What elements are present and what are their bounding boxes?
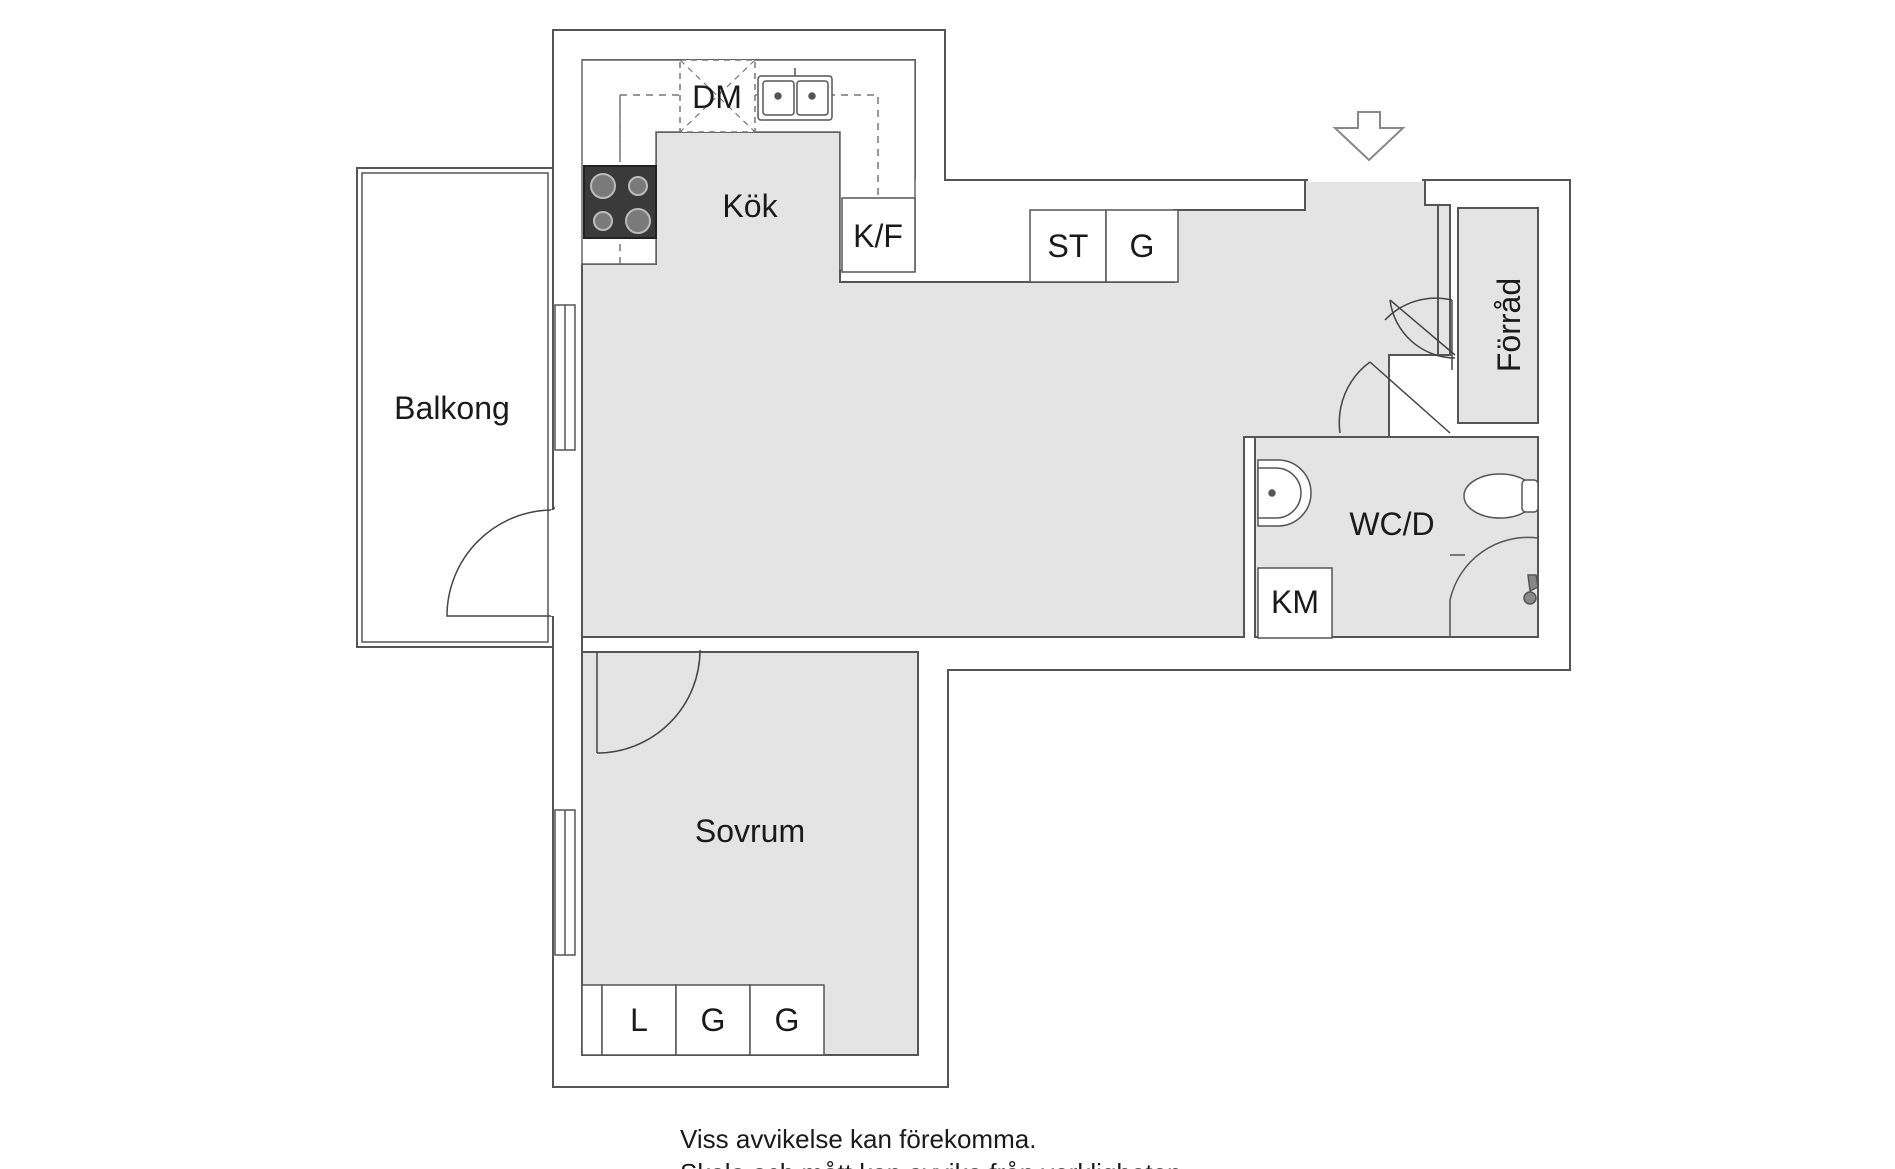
- forrad-label: Förråd: [1491, 278, 1527, 372]
- g1-label: G: [701, 1002, 726, 1038]
- hall-g-label: G: [1130, 228, 1155, 264]
- door-swings: [446, 297, 1456, 754]
- washbasin-icon: [1257, 459, 1312, 527]
- windows: [554, 304, 576, 956]
- balcony: [356, 167, 554, 648]
- kitchen-sink-icon: [757, 68, 833, 121]
- dm-label: DM: [692, 79, 742, 115]
- outer-walls: [552, 29, 1571, 1088]
- bedroom-closets: L G G: [581, 984, 825, 1056]
- disclaimer-line-1: Viss avvikelse kan förekomma.: [680, 1124, 1037, 1154]
- l-label: L: [630, 1002, 648, 1038]
- st-label: ST: [1048, 228, 1089, 264]
- stove-icon: [583, 165, 657, 239]
- toilet-icon: [1463, 473, 1539, 519]
- dishwasher: DM: [679, 59, 756, 133]
- shower-icon: [1449, 536, 1539, 636]
- balkong-label: Balkong: [394, 390, 510, 426]
- disclaimer-line-2: Skala och mått kan avvika från verklighe…: [680, 1158, 1189, 1169]
- hall-wardrobes: ST G: [1029, 209, 1179, 283]
- sovrum-label: Sovrum: [695, 813, 805, 849]
- kf-label: K/F: [853, 218, 903, 254]
- wc-d-label: WC/D: [1349, 506, 1434, 542]
- g2-label: G: [775, 1002, 800, 1038]
- km-label: KM: [1271, 584, 1319, 620]
- kok-label: Kök: [722, 188, 778, 224]
- entrance-arrow-icon: [1332, 111, 1406, 162]
- fridge: K/F: [841, 197, 916, 273]
- washing-machine: KM: [1257, 567, 1333, 639]
